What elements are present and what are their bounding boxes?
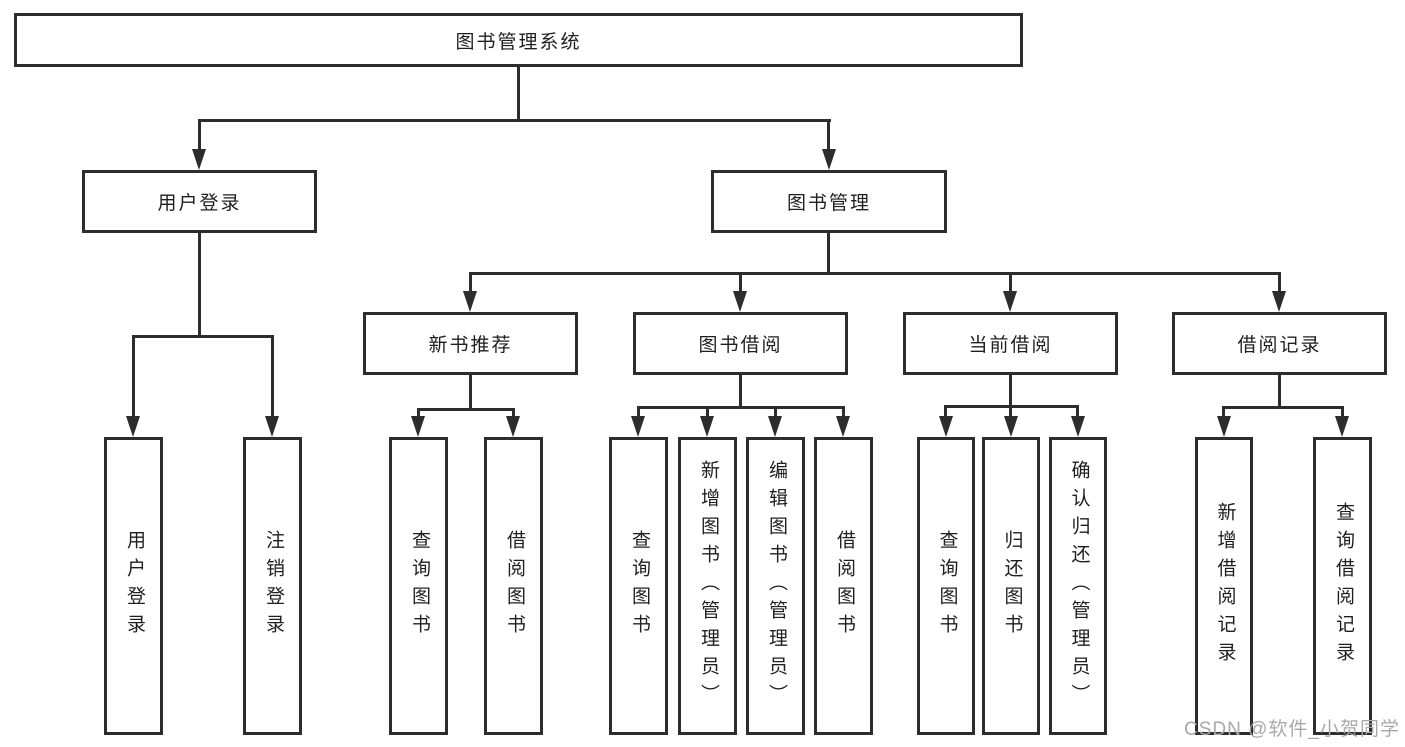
leaf-borrowing-edit-books-admin-label: 编辑图书（管理员） bbox=[765, 460, 787, 712]
arrow-to-borrowing-query bbox=[631, 416, 645, 437]
node-book-management: 图书管理 bbox=[711, 170, 947, 233]
leaf-borrowing-edit-books-admin: 编辑图书（管理员） bbox=[746, 437, 805, 735]
connector-records-split bbox=[1222, 406, 1343, 409]
node-root: 图书管理系统 bbox=[14, 13, 1023, 67]
arrow-to-current-query bbox=[939, 416, 953, 437]
leaf-borrowing-query-books-label: 查询图书 bbox=[628, 530, 650, 642]
connector-shaft-book-borrowing bbox=[739, 272, 742, 293]
leaf-newbooks-query-books: 查询图书 bbox=[389, 437, 448, 735]
connector-current-drop bbox=[1009, 375, 1012, 407]
leaf-current-query-books: 查询图书 bbox=[917, 437, 975, 735]
leaf-borrowing-borrow-books: 借阅图书 bbox=[814, 437, 873, 735]
connector-borrowing-split bbox=[637, 406, 844, 409]
connector-shaft-new-book-recommend bbox=[469, 272, 472, 293]
arrow-to-leaf-user-login bbox=[126, 416, 140, 437]
leaf-records-add-record-label: 新增借阅记录 bbox=[1214, 502, 1236, 670]
node-user-login: 用户登录 bbox=[82, 170, 317, 233]
connector-bookmgmt-drop bbox=[827, 233, 830, 274]
connector-shaft-current-borrowing bbox=[1009, 272, 1012, 293]
node-current-borrowing-label: 当前借阅 bbox=[968, 335, 1053, 356]
node-book-borrowing-label: 图书借阅 bbox=[698, 335, 783, 356]
arrow-to-records-query bbox=[1335, 416, 1349, 437]
leaf-current-return-books: 归还图书 bbox=[982, 437, 1040, 735]
leaf-borrowing-add-books-admin-label: 新增图书（管理员） bbox=[697, 460, 719, 712]
leaf-current-confirm-return-admin-label: 确认归还（管理员） bbox=[1068, 460, 1090, 712]
leaf-user-login-label: 用户登录 bbox=[123, 530, 145, 642]
leaf-borrowing-query-books: 查询图书 bbox=[609, 437, 668, 735]
connector-shaft-leaf-logout bbox=[271, 335, 274, 418]
leaf-newbooks-borrow-books: 借阅图书 bbox=[484, 437, 543, 735]
node-new-book-recommend: 新书推荐 bbox=[363, 312, 578, 375]
leaf-current-confirm-return-admin: 确认归还（管理员） bbox=[1049, 437, 1107, 735]
arrow-to-newbooks-borrow bbox=[506, 416, 520, 437]
arrow-to-new-book-recommend bbox=[463, 291, 477, 312]
connector-shaft-newbooks-query bbox=[417, 408, 420, 418]
connector-userlogin-drop bbox=[198, 233, 201, 337]
leaf-current-query-books-label: 查询图书 bbox=[936, 530, 958, 642]
node-new-book-recommend-label: 新书推荐 bbox=[428, 335, 513, 356]
leaf-records-add-record: 新增借阅记录 bbox=[1195, 437, 1253, 735]
node-current-borrowing: 当前借阅 bbox=[903, 312, 1118, 375]
connector-shaft-records-query bbox=[1341, 406, 1344, 418]
node-book-borrowing: 图书借阅 bbox=[633, 312, 848, 375]
leaf-records-query-record-label: 查询借阅记录 bbox=[1332, 502, 1354, 670]
arrow-to-current-confirm bbox=[1071, 416, 1085, 437]
leaf-logout-label: 注销登录 bbox=[262, 530, 284, 642]
connector-shaft-borrowing-add bbox=[706, 406, 709, 418]
connector-newbooks-split bbox=[417, 408, 515, 411]
arrow-to-current-borrowing bbox=[1003, 291, 1017, 312]
arrow-to-leaf-logout bbox=[265, 416, 279, 437]
leaf-records-query-record: 查询借阅记录 bbox=[1313, 437, 1372, 735]
connector-shaft-book-management bbox=[827, 119, 830, 151]
leaf-current-return-books-label: 归还图书 bbox=[1001, 530, 1023, 642]
leaf-borrowing-borrow-books-label: 借阅图书 bbox=[833, 530, 855, 642]
connector-shaft-current-return bbox=[1009, 405, 1012, 418]
node-book-management-label: 图书管理 bbox=[786, 193, 871, 214]
arrow-to-book-management bbox=[822, 149, 836, 170]
connector-bookmgmt-split bbox=[469, 272, 1280, 275]
leaf-newbooks-query-books-label: 查询图书 bbox=[408, 530, 430, 642]
node-root-label: 图书管理系统 bbox=[455, 31, 582, 53]
connector-shaft-borrowing-records bbox=[1278, 272, 1281, 293]
connector-root-drop bbox=[517, 67, 520, 121]
connector-newbooks-drop bbox=[469, 375, 472, 410]
arrow-to-user-login bbox=[192, 149, 206, 170]
connector-root-split bbox=[198, 119, 831, 122]
connector-userlogin-split bbox=[132, 335, 274, 338]
connector-shaft-borrowing-query bbox=[637, 406, 640, 418]
connector-shaft-current-query bbox=[944, 405, 947, 418]
watermark-text: CSDN @软件_小贺同学 bbox=[1184, 719, 1400, 740]
leaf-borrowing-add-books-admin: 新增图书（管理员） bbox=[678, 437, 737, 735]
arrow-to-borrowing-records bbox=[1272, 291, 1286, 312]
connector-shaft-records-add bbox=[1222, 406, 1225, 418]
arrow-to-records-add bbox=[1217, 416, 1231, 437]
leaf-user-login: 用户登录 bbox=[104, 437, 163, 735]
connector-shaft-borrowing-borrow bbox=[842, 406, 845, 418]
connector-shaft-user-login bbox=[198, 119, 201, 151]
connector-shaft-newbooks-borrow bbox=[512, 408, 515, 418]
connector-borrowing-drop bbox=[739, 375, 742, 408]
connector-shaft-borrowing-edit bbox=[774, 406, 777, 418]
arrow-to-borrowing-borrow bbox=[836, 416, 850, 437]
connector-shaft-current-confirm bbox=[1076, 405, 1079, 418]
node-borrowing-records: 借阅记录 bbox=[1172, 312, 1387, 375]
arrow-to-borrowing-edit bbox=[768, 416, 782, 437]
node-borrowing-records-label: 借阅记录 bbox=[1237, 335, 1322, 356]
node-user-login-label: 用户登录 bbox=[157, 193, 242, 214]
leaf-newbooks-borrow-books-label: 借阅图书 bbox=[503, 530, 525, 642]
arrow-to-book-borrowing bbox=[733, 291, 747, 312]
connector-records-drop bbox=[1278, 375, 1281, 408]
connector-shaft-leaf-user-login bbox=[132, 335, 135, 418]
arrow-to-borrowing-add bbox=[700, 416, 714, 437]
leaf-logout: 注销登录 bbox=[243, 437, 302, 735]
arrow-to-current-return bbox=[1004, 416, 1018, 437]
arrow-to-newbooks-query bbox=[411, 416, 425, 437]
